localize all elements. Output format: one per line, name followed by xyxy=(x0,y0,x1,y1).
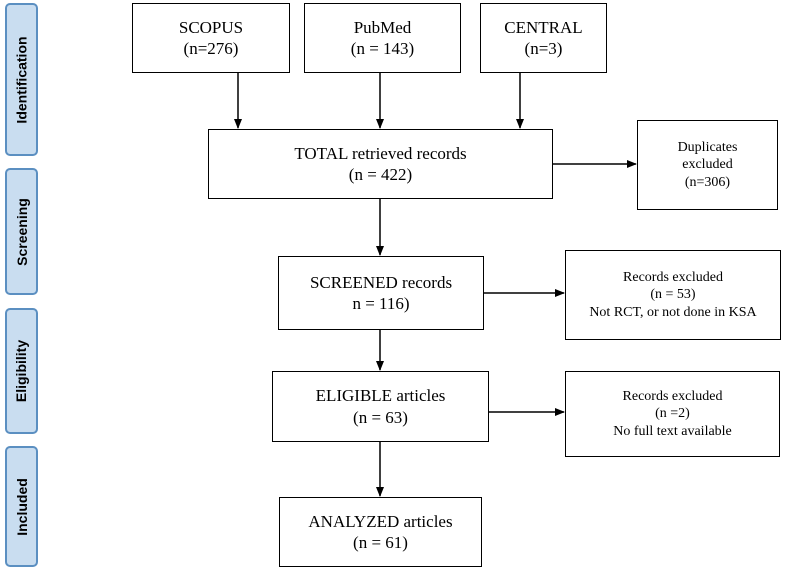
duplicates-line1: Duplicates xyxy=(677,139,738,155)
eligible-articles-count: (n = 63) xyxy=(353,407,408,427)
duplicates-line2: excluded xyxy=(682,157,733,173)
stage-identification-label: Identification xyxy=(13,35,30,124)
source-pubmed-box: PubMed (n = 143) xyxy=(304,3,461,73)
screening-excluded-reason: Not RCT, or not done in KSA xyxy=(589,304,757,320)
stage-screening: Screening xyxy=(5,168,38,295)
screened-records-title: SCREENED records xyxy=(309,272,453,292)
duplicates-excluded-box: Duplicates excluded (n=306) xyxy=(637,120,778,210)
screened-records-count: n = 116) xyxy=(352,294,410,313)
eligible-articles-box: ELIGIBLE articles (n = 63) xyxy=(272,371,489,442)
source-central-box: CENTRAL (n=3) xyxy=(480,3,607,73)
source-pubmed-count: (n = 143) xyxy=(350,39,415,58)
stage-screening-label: Screening xyxy=(13,197,30,266)
eligibility-excluded-box: Records excluded (n =2) No full text ava… xyxy=(565,371,780,457)
source-scopus-name: SCOPUS xyxy=(178,17,244,37)
stage-identification: Identification xyxy=(5,3,38,156)
stage-included-label: Included xyxy=(13,477,30,536)
total-records-count: (n = 422) xyxy=(348,165,413,184)
analyzed-articles-title: ANALYZED articles xyxy=(308,511,453,531)
analyzed-articles-count: (n = 61) xyxy=(353,533,408,552)
source-central-name: CENTRAL xyxy=(504,17,583,37)
stage-eligibility: Eligibility xyxy=(5,308,38,434)
eligibility-excluded-reason: No full text available xyxy=(613,423,732,439)
screening-excluded-box: Records excluded (n = 53) Not RCT, or no… xyxy=(565,250,781,340)
stage-included: Included xyxy=(5,446,38,567)
screening-excluded-title: Records excluded xyxy=(623,269,723,285)
screening-excluded-count: (n = 53) xyxy=(650,287,696,303)
stage-eligibility-label: Eligibility xyxy=(13,339,30,403)
total-records-title: TOTAL retrieved records xyxy=(294,143,467,163)
source-central-count: (n=3) xyxy=(524,39,563,58)
duplicates-count: (n=306) xyxy=(684,174,731,190)
total-records-box: TOTAL retrieved records (n = 422) xyxy=(208,129,553,199)
eligibility-excluded-title: Records excluded xyxy=(622,388,723,404)
source-scopus-box: SCOPUS (n=276) xyxy=(132,3,290,73)
screened-records-box: SCREENED records n = 116) xyxy=(278,256,484,330)
source-pubmed-name: PubMed xyxy=(353,17,412,37)
analyzed-articles-box: ANALYZED articles (n = 61) xyxy=(279,497,482,567)
eligible-articles-title: ELIGIBLE articles xyxy=(315,386,446,406)
eligibility-excluded-count: (n =2) xyxy=(655,406,690,422)
source-scopus-count: (n=276) xyxy=(183,39,239,58)
